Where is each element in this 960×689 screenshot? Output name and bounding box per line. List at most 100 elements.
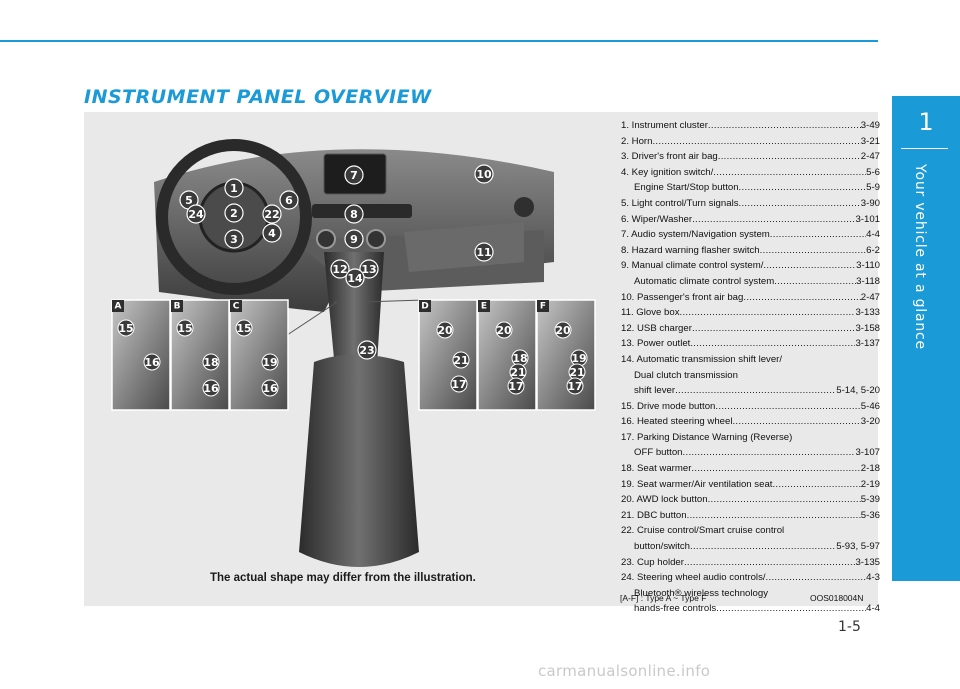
inset-tag-c: C bbox=[230, 300, 242, 312]
legend-label: 15. Drive mode button bbox=[621, 400, 716, 412]
svg-text:6: 6 bbox=[285, 194, 293, 207]
legend-item: 19. Seat warmer/Air ventilation seat 2-1… bbox=[621, 477, 880, 493]
legend-page-ref[interactable]: 3-118 bbox=[856, 275, 880, 287]
legend-page-ref[interactable]: 5-6 bbox=[866, 166, 880, 178]
chapter-tab[interactable]: 1 Your vehicle at a glance bbox=[892, 96, 960, 581]
legend-page-ref[interactable]: 3-110 bbox=[856, 260, 880, 272]
legend-label: Engine Start/Stop button bbox=[634, 182, 739, 194]
svg-text:15: 15 bbox=[118, 322, 133, 335]
legend-list: 1. Instrument cluster 3-49 2. Horn 3-21 3.… bbox=[621, 118, 880, 617]
svg-text:21: 21 bbox=[453, 354, 468, 367]
inset-tag-a: A bbox=[112, 300, 124, 312]
legend-label: 2. Horn bbox=[621, 135, 653, 147]
legend-item: Bluetooth® wireless technology bbox=[621, 586, 880, 602]
chapter-divider bbox=[901, 148, 948, 149]
armrest bbox=[299, 354, 419, 567]
legend-page-ref[interactable]: 2-47 bbox=[860, 291, 880, 303]
leader-dots bbox=[692, 212, 855, 228]
leader-dots bbox=[743, 290, 860, 306]
legend-label: 9. Manual climate control system/ bbox=[621, 260, 764, 272]
legend-page-ref[interactable]: 3-49 bbox=[860, 120, 880, 131]
section-title: INSTRUMENT PANEL OVERVIEW bbox=[84, 86, 432, 108]
legend-item: OFF button 3-107 bbox=[621, 445, 880, 461]
svg-text:11: 11 bbox=[476, 246, 491, 259]
legend-label: 8. Hazard warning flasher switch bbox=[621, 244, 760, 256]
callout-9: 9 bbox=[344, 229, 364, 249]
legend-page-ref[interactable]: 3-20 bbox=[860, 416, 880, 428]
leader-dots bbox=[690, 539, 836, 555]
legend-page-ref[interactable]: 5-46 bbox=[860, 400, 880, 412]
inset-callout-20: 20 bbox=[554, 321, 572, 339]
callout-3: 3 bbox=[224, 229, 244, 249]
inset-callout-15: 15 bbox=[117, 319, 135, 337]
legend-page-ref[interactable]: 2-19 bbox=[860, 478, 880, 490]
legend-page-ref[interactable]: 5-36 bbox=[860, 509, 880, 521]
legend-page-ref[interactable]: 3-133 bbox=[855, 307, 880, 319]
legend-page-ref[interactable]: 3-107 bbox=[855, 447, 880, 459]
legend-item: 23. Cup holder 3-135 bbox=[621, 555, 880, 571]
callout-13: 13 bbox=[359, 259, 379, 279]
inset-callout-17: 17 bbox=[566, 377, 584, 395]
leader-dots bbox=[718, 149, 861, 165]
legend-item: 21. DBC button 5-36 bbox=[621, 508, 880, 524]
svg-text:17: 17 bbox=[508, 380, 523, 393]
callout-8: 8 bbox=[344, 204, 364, 224]
legend-item: 13. Power outlet 3-137 bbox=[621, 336, 880, 352]
legend-label: button/switch bbox=[634, 541, 690, 553]
legend-page-ref[interactable]: 3-158 bbox=[855, 322, 880, 334]
legend-label: 1. Instrument cluster bbox=[621, 120, 708, 131]
inset-group-def bbox=[418, 299, 596, 411]
legend-page-ref[interactable]: 5-9 bbox=[866, 182, 880, 194]
legend-item: 8. Hazard warning flasher switch 6-2 bbox=[621, 243, 880, 259]
leader-dots bbox=[691, 461, 860, 477]
legend-label: 6. Wiper/Washer bbox=[621, 213, 693, 225]
inset-callout-19: 19 bbox=[261, 353, 279, 371]
legend-item: hands-free controls 4-4 bbox=[621, 601, 880, 617]
legend-page-ref[interactable]: 5-39 bbox=[860, 494, 880, 506]
legend-page-ref[interactable]: 3-101 bbox=[855, 213, 880, 225]
legend-page-ref[interactable]: 3-90 bbox=[860, 197, 880, 209]
legend-label: 24. Steering wheel audio controls/ bbox=[621, 572, 766, 584]
legend-label: 3. Driver's front air bag bbox=[621, 151, 718, 163]
legend-page-ref[interactable]: 4-3 bbox=[866, 572, 880, 584]
legend-page-ref[interactable]: 2-47 bbox=[860, 151, 880, 163]
legend-item: 14. Automatic transmission shift lever/ bbox=[621, 352, 880, 368]
leader-dots bbox=[760, 243, 866, 259]
leader-dots bbox=[687, 508, 861, 524]
legend-label: 16. Heated steering wheel bbox=[621, 416, 733, 428]
legend-page-ref[interactable]: 2-18 bbox=[860, 463, 880, 475]
legend-item: 10. Passenger's front air bag 2-47 bbox=[621, 290, 880, 306]
svg-text:22: 22 bbox=[264, 208, 279, 221]
illustration-caption: The actual shape may differ from the ill… bbox=[210, 572, 476, 584]
legend-page-ref[interactable]: 3-137 bbox=[855, 338, 880, 350]
leader-dots bbox=[774, 274, 856, 290]
legend-item: 4. Key ignition switch/ 5-6 bbox=[621, 165, 880, 181]
legend-label: OFF button bbox=[634, 447, 683, 459]
inset-callout-18: 18 bbox=[511, 349, 529, 367]
legend-page-ref[interactable]: 4-4 bbox=[866, 603, 880, 615]
legend-page-ref[interactable]: 6-2 bbox=[866, 244, 880, 256]
legend-page-ref[interactable]: 3-21 bbox=[860, 135, 880, 147]
chapter-title: Your vehicle at a glance bbox=[912, 164, 928, 350]
watermark: carmanualsonline.info bbox=[538, 662, 711, 680]
legend-item: button/switch 5-93, 5-97 bbox=[621, 539, 880, 555]
callout-2: 2 bbox=[224, 203, 244, 223]
inset-callout-21: 21 bbox=[568, 363, 586, 381]
legend-label: 20. AWD lock button bbox=[621, 494, 708, 506]
legend-page-ref[interactable]: 5-93, 5-97 bbox=[836, 541, 880, 553]
leader-dots bbox=[772, 477, 860, 493]
svg-text:14: 14 bbox=[347, 272, 363, 285]
legend-page-ref[interactable]: 3-135 bbox=[855, 556, 880, 568]
svg-text:16: 16 bbox=[144, 356, 160, 369]
inset-callout-20: 20 bbox=[436, 321, 454, 339]
leader-dots bbox=[690, 336, 855, 352]
legend-label: hands-free controls bbox=[634, 603, 717, 615]
legend-page-ref[interactable]: 4-4 bbox=[866, 229, 880, 241]
svg-text:9: 9 bbox=[350, 233, 358, 246]
inset-tag-d: D bbox=[419, 300, 431, 312]
legend-page-ref[interactable]: 5-14, 5-20 bbox=[836, 385, 880, 397]
svg-text:13: 13 bbox=[361, 263, 376, 276]
svg-text:B: B bbox=[174, 302, 181, 312]
callout-7: 7 bbox=[344, 165, 364, 185]
